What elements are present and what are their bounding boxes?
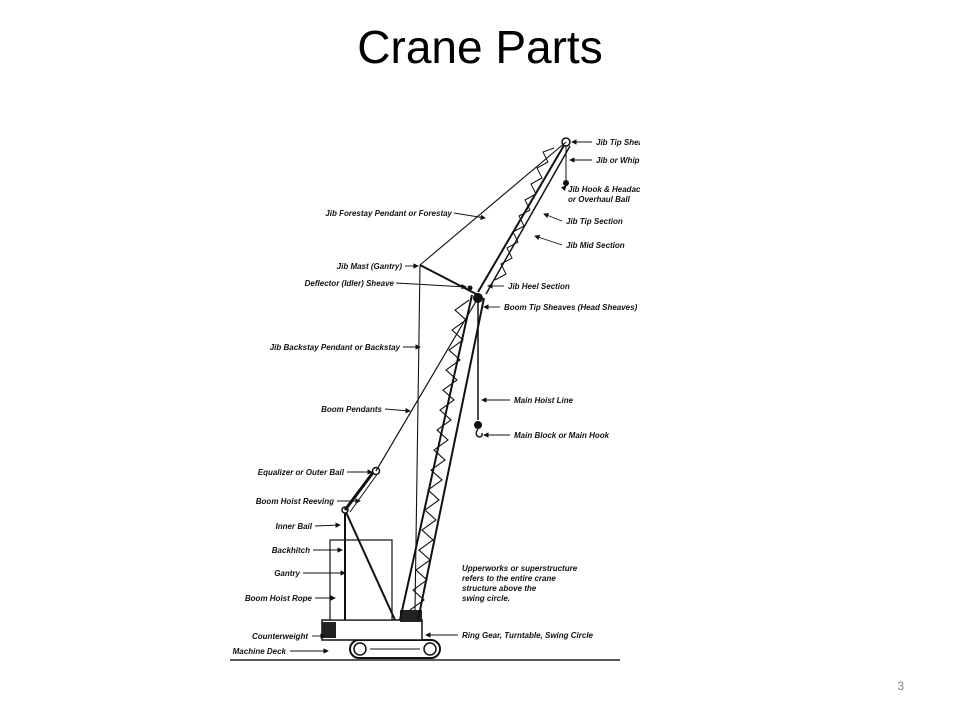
jib-mast-and-stays: [414, 141, 567, 611]
label-jib-backstay: Jib Backstay Pendant or Backstay: [270, 343, 401, 352]
main-boom: [399, 293, 485, 621]
label-jib-tip-section: Jib Tip Section: [566, 217, 623, 226]
machine-house: [321, 539, 423, 641]
label-jib-heel-section: Jib Heel Section: [508, 282, 570, 291]
label-gantry: Gantry: [274, 569, 300, 578]
gantry-frame: [341, 506, 396, 621]
label-deflector-sheave: Deflector (Idler) Sheave: [305, 279, 395, 288]
label-jib-tip-sheave: Jib Tip Sheave: [596, 138, 640, 147]
label-boom-tip-sheaves: Boom Tip Sheaves (Head Sheaves): [504, 303, 638, 312]
label-backhitch: Backhitch: [272, 546, 310, 555]
label-upperworks-2: refers to the entire crane: [462, 574, 556, 583]
headache-ball: [563, 180, 569, 186]
crawler-tracks: [349, 639, 441, 659]
left-leader-lines: [290, 212, 486, 654]
label-upperworks-4: swing circle.: [462, 594, 510, 603]
label-upperworks-3: structure above the: [462, 584, 537, 593]
label-jib-hook-2: or Overhaul Ball: [568, 195, 631, 204]
crane-drawing: Jib Tip Sheave Jib or Whip Line Jib Hook…: [230, 137, 640, 661]
label-jib-whip-line: Jib or Whip Line: [596, 156, 640, 165]
label-ring-gear: Ring Gear, Turntable, Swing Circle: [462, 631, 594, 640]
boom-pendant-line: [375, 297, 479, 472]
label-counterweight: Counterweight: [252, 632, 308, 641]
label-upperworks-1: Upperworks or superstructure: [462, 564, 578, 573]
label-machine-deck: Machine Deck: [233, 647, 287, 656]
label-main-block: Main Block or Main Hook: [514, 431, 610, 440]
label-main-hoist-line: Main Hoist Line: [514, 396, 574, 405]
label-jib-mid-section: Jib Mid Section: [566, 241, 625, 250]
jib: [477, 137, 571, 295]
main-hoist: [474, 300, 483, 438]
boom-hoist-reeving: [343, 466, 381, 513]
page-number: 3: [897, 679, 904, 693]
label-jib-mast: Jib Mast (Gantry): [337, 262, 403, 271]
label-equalizer: Equalizer or Outer Bail: [258, 468, 345, 477]
label-jib-hook-1: Jib Hook & Headache Ball: [568, 185, 640, 194]
label-boom-hoist-rope: Boom Hoist Rope: [245, 594, 313, 603]
label-boom-hoist-reeving: Boom Hoist Reeving: [256, 497, 334, 506]
right-leader-lines: [425, 139, 592, 638]
label-boom-pendants: Boom Pendants: [321, 405, 382, 414]
label-jib-forestay: Jib Forestay Pendant or Forestay: [325, 209, 452, 218]
crane-diagram: Jib Tip Sheave Jib or Whip Line Jib Hook…: [200, 120, 640, 680]
label-inner-bail: Inner Bail: [276, 522, 313, 531]
slide-title: Crane Parts: [357, 21, 603, 73]
